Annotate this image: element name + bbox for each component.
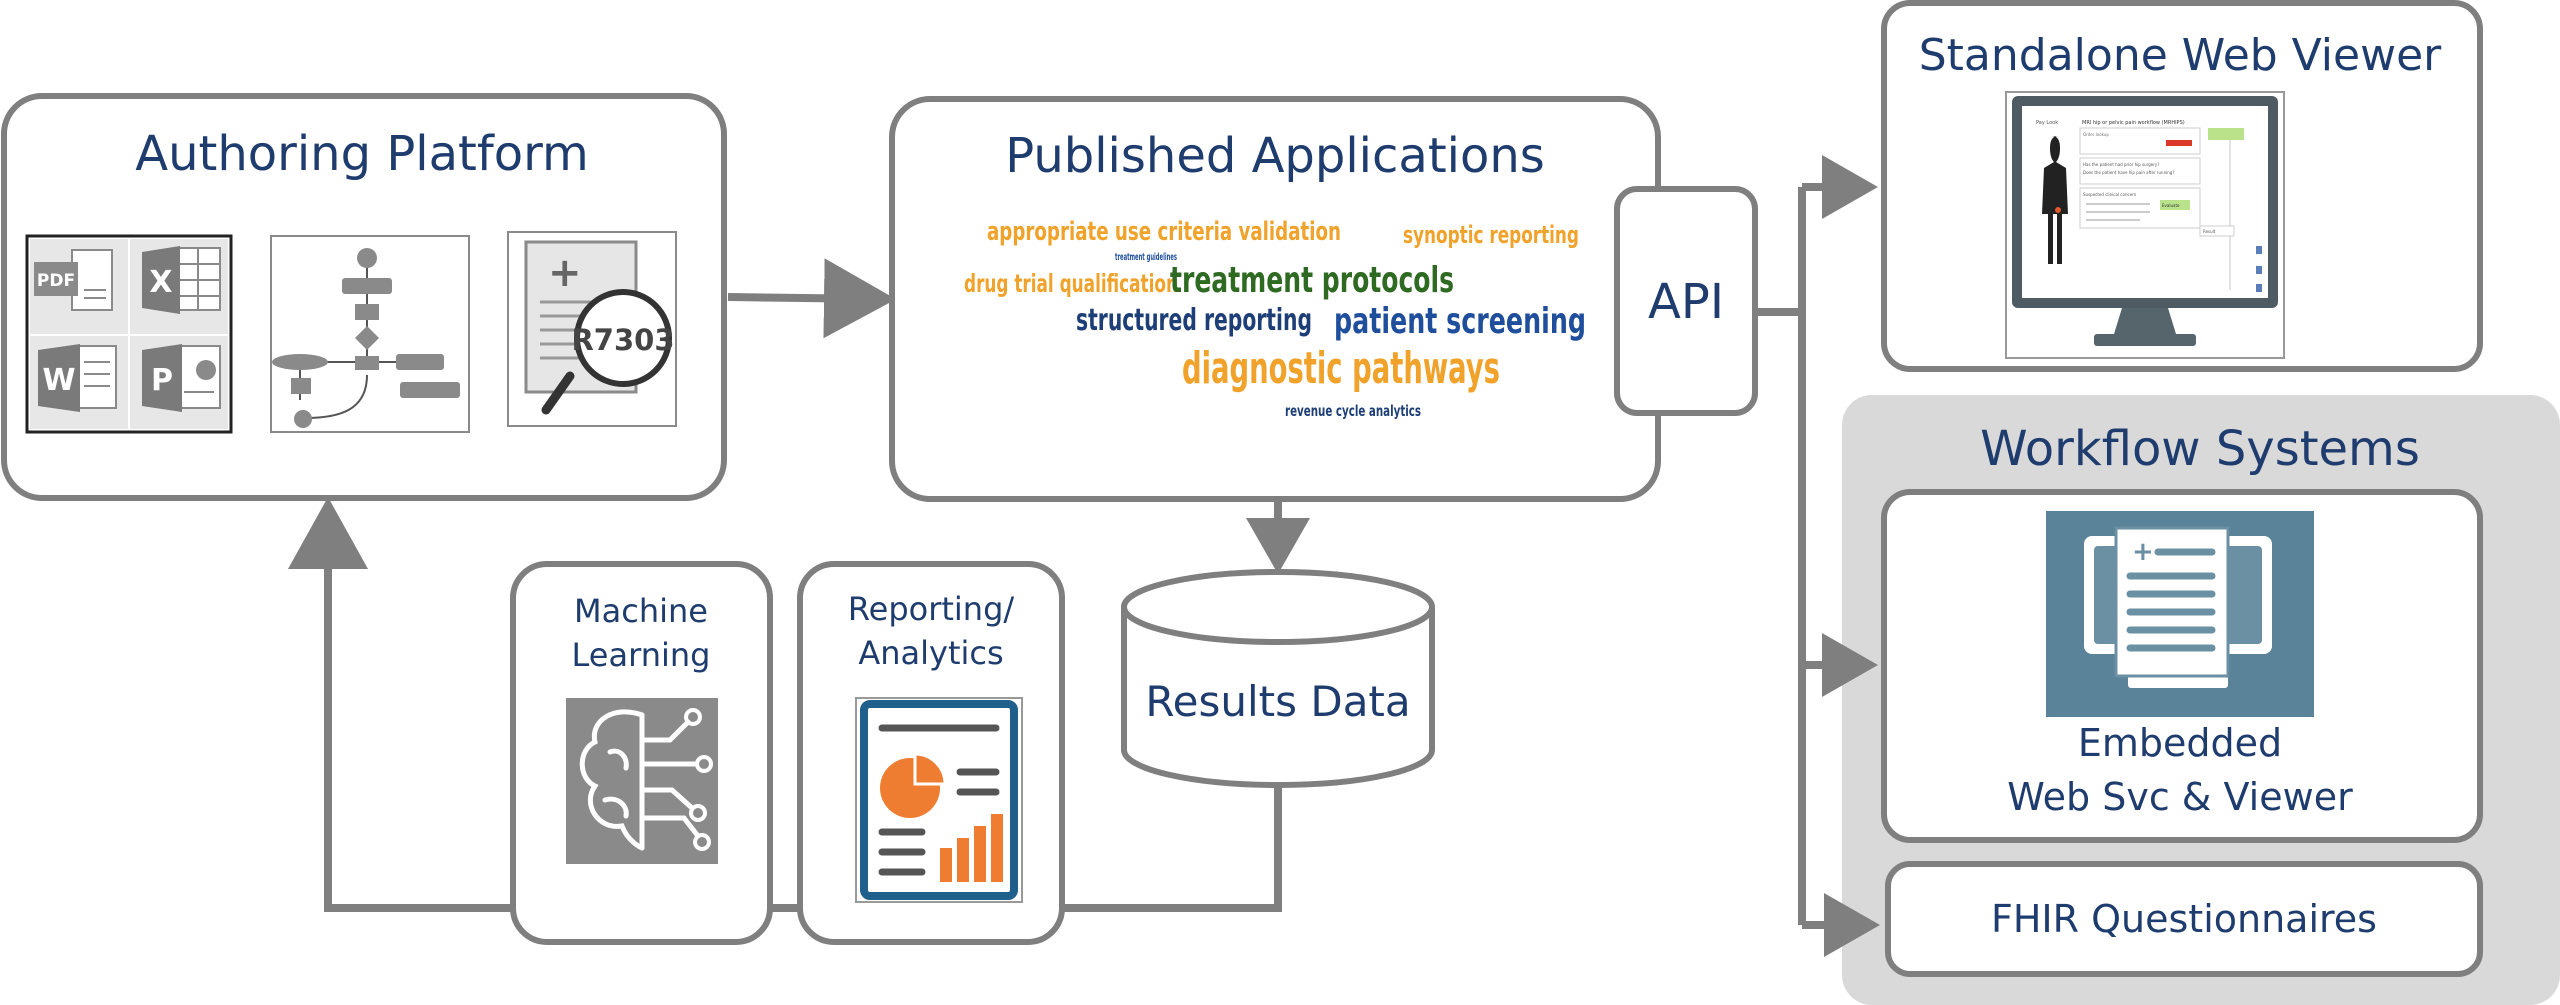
svg-text:R7303: R7303	[571, 323, 674, 357]
standalone-web-viewer-title: Standalone Web Viewer	[1919, 30, 2442, 81]
flowchart-icon	[270, 235, 470, 433]
mini-screen-text: Does the patient have hip pain after run…	[2083, 170, 2174, 175]
mini-screen-text: Evaluate	[2162, 203, 2180, 208]
api-box: API	[1614, 186, 1758, 416]
fhir-questionnaires-label: FHIR Questionnaires	[1991, 897, 2377, 941]
authoring-platform-title: Authoring Platform	[135, 126, 589, 182]
embedded-web-svc-box: + Embedded Web Svc & Viewer	[1881, 489, 2483, 843]
monitor-icon: Pay Look MRI hip or pelvic pain workflow…	[2005, 91, 2285, 359]
published-applications-box: Published Applications appropriate use c…	[889, 96, 1661, 502]
word-cloud-term: appropriate use criteria validation	[987, 217, 1341, 247]
embedded-line1: Embedded	[2078, 721, 2282, 765]
machine-learning-box: Machine Learning	[510, 561, 773, 945]
word-cloud: appropriate use criteria validation syno…	[964, 217, 1586, 420]
svg-text:W: W	[42, 363, 75, 398]
svg-text:PDF: PDF	[37, 271, 75, 291]
machine-learning-line2: Learning	[572, 636, 711, 674]
document-search-icon: + R7303	[507, 231, 677, 427]
standalone-web-viewer-box: Standalone Web Viewer Pay Look MRI hip o…	[1881, 0, 2483, 372]
embedded-monitor-icon: +	[2046, 511, 2314, 717]
mini-screen-text: Has the patient had prior hip surgery?	[2083, 162, 2159, 167]
brain-circuit-icon	[566, 698, 718, 864]
svg-text:P: P	[151, 363, 173, 398]
mini-screen-text: Pay Look	[2036, 120, 2058, 126]
svg-text:+: +	[2132, 537, 2154, 567]
published-applications-title: Published Applications	[1005, 128, 1545, 184]
word-cloud-term: treatment guidelines	[1115, 252, 1177, 263]
mini-screen-text: Result	[2203, 229, 2216, 234]
pdf-icon: PDF	[34, 249, 113, 311]
results-data-label: Results Data	[1145, 677, 1410, 726]
results-data-cylinder: Results Data	[1121, 569, 1435, 788]
fhir-questionnaires-box: FHIR Questionnaires	[1885, 861, 2483, 977]
reporting-analytics-box: Reporting/ Analytics	[797, 561, 1065, 945]
authoring-platform-box: Authoring Platform PDF	[1, 93, 727, 501]
excel-icon: X	[142, 246, 221, 314]
svg-text:+: +	[548, 250, 582, 296]
word-cloud-term: structured reporting	[1076, 303, 1312, 338]
embedded-line2: Web Svc & Viewer	[2007, 775, 2353, 819]
powerpoint-icon: P	[142, 344, 221, 412]
office-files-icon: PDF X W	[25, 234, 233, 434]
word-cloud-term: revenue cycle analytics	[1285, 402, 1421, 420]
mini-screen-text: MRI hip or pelvic pain workflow (MRHIPS)	[2082, 120, 2185, 126]
mini-screen-text: Order lookup	[2083, 132, 2109, 137]
reporting-line1: Reporting/	[848, 590, 1015, 628]
word-cloud-term: synoptic reporting	[1403, 221, 1579, 249]
arrow-authoring-to-published	[727, 258, 896, 339]
machine-learning-line1: Machine	[574, 592, 708, 630]
svg-text:X: X	[149, 265, 172, 300]
word-icon: W	[38, 344, 117, 412]
reporting-line2: Analytics	[858, 634, 1003, 672]
word-cloud-term: drug trial qualification	[964, 269, 1178, 298]
word-cloud-term: treatment protocols	[1170, 260, 1454, 301]
word-cloud-term: diagnostic pathways	[1182, 343, 1500, 394]
workflow-systems-title: Workflow Systems	[1980, 421, 2420, 477]
api-label: API	[1648, 274, 1724, 330]
mini-screen-text: Suspected clinical concern	[2083, 192, 2137, 197]
word-cloud-term: patient screening	[1334, 301, 1586, 342]
report-chart-icon	[855, 697, 1023, 903]
